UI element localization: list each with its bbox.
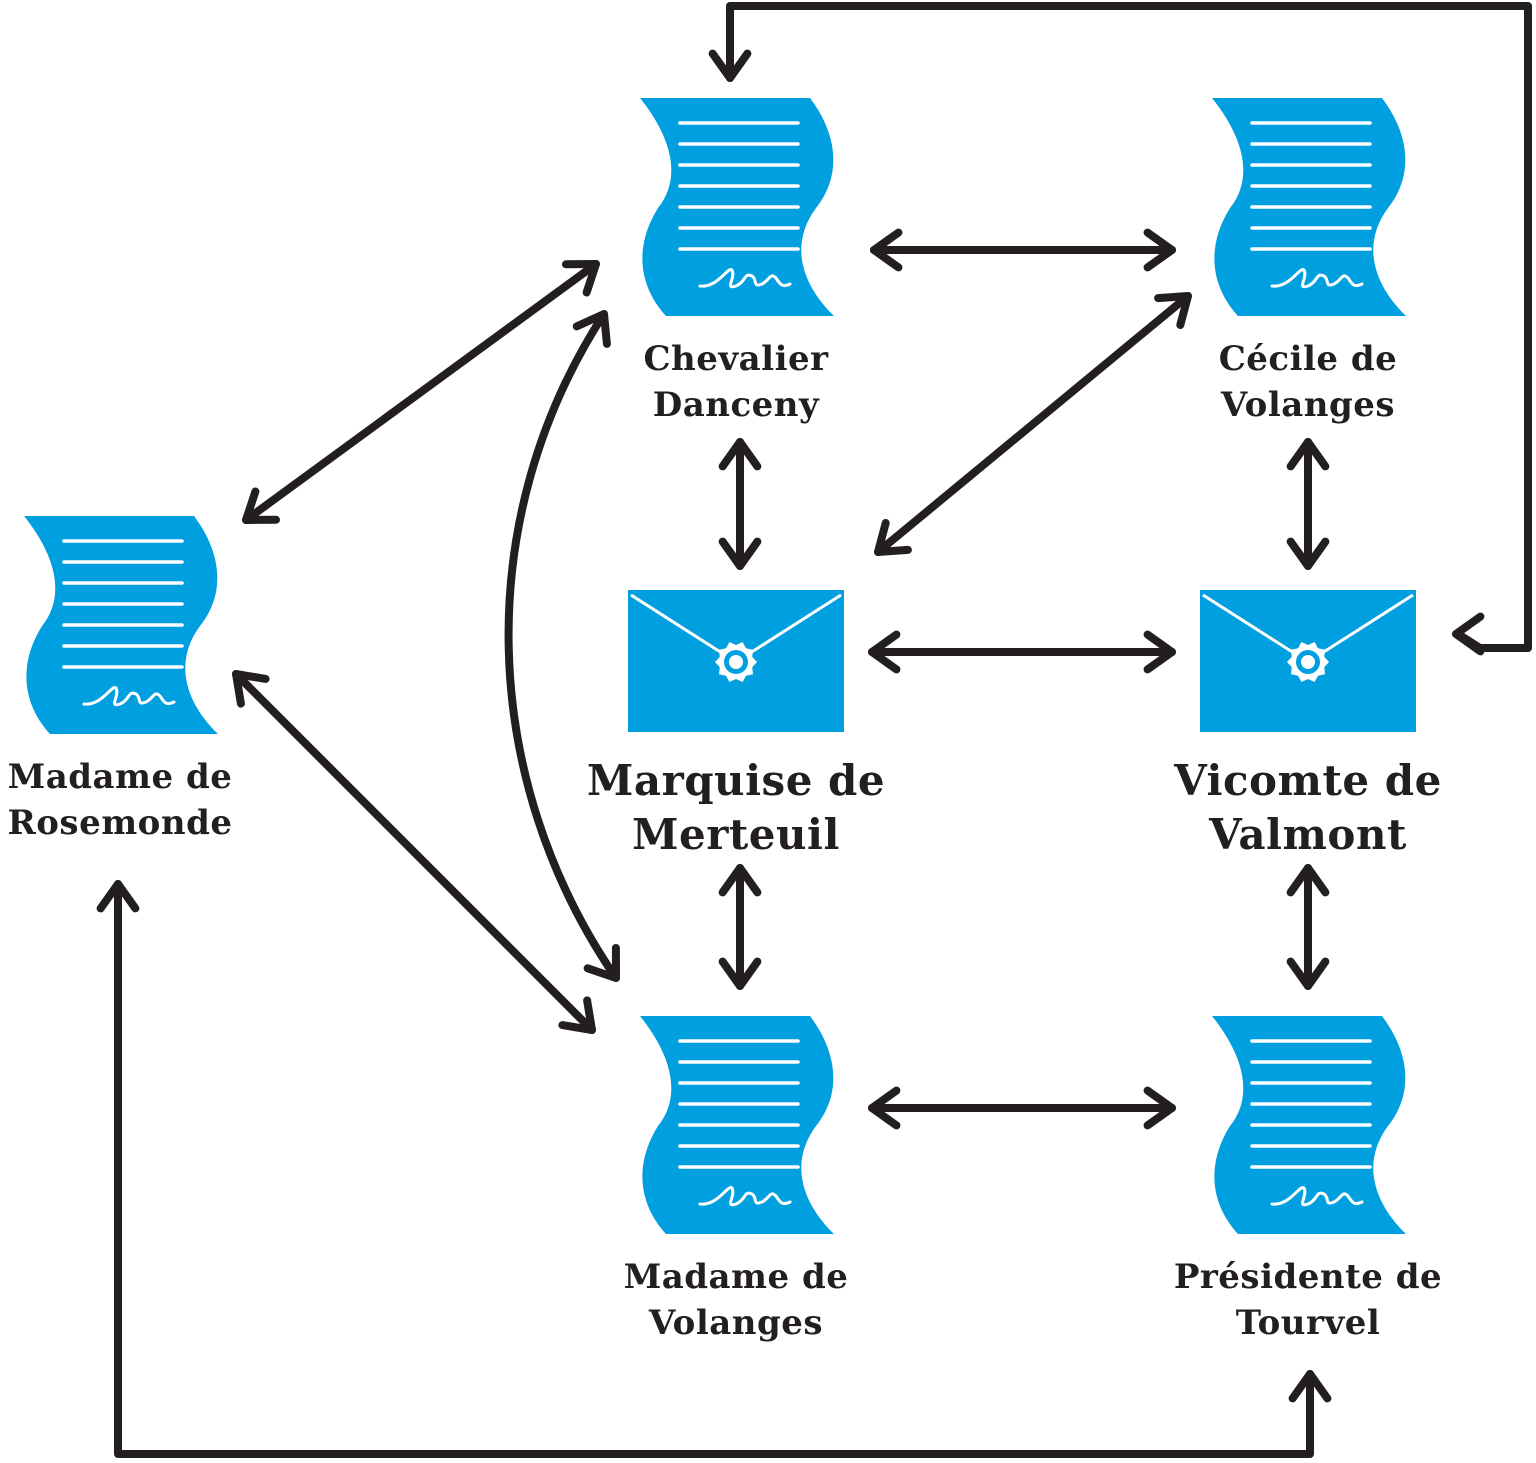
label-madame-de-volanges: Madame de Volanges — [586, 1254, 886, 1346]
arrow-cecile-merteuil — [874, 292, 1192, 556]
label-line: Marquise de — [586, 756, 886, 805]
arrow-merteuil-volanges — [718, 864, 762, 990]
label-line: Tourvel — [1235, 1303, 1381, 1343]
label-presidente-de-tourvel: Présidente de Tourvel — [1138, 1254, 1478, 1346]
label-madame-de-rosemonde: Madame de Rosemonde — [0, 754, 240, 846]
letter-page-icon — [24, 516, 218, 734]
arrow-danceny-merteuil — [718, 438, 762, 570]
label-marquise-de-merteuil: Marquise de Merteuil — [556, 754, 916, 862]
arrow-valmont-tourvel — [1286, 864, 1330, 990]
label-line: Merteuil — [632, 810, 840, 859]
arrow-danceny-volanges — [504, 310, 620, 982]
letter-page-icon — [1212, 98, 1406, 316]
label-line: Vicomte de — [1174, 756, 1442, 805]
arrow-merteuil-valmont — [868, 630, 1176, 674]
sealed-envelope-icon — [628, 590, 844, 732]
label-chevalier-danceny: Chevalier Danceny — [586, 336, 886, 428]
label-line: Cécile de — [1218, 339, 1398, 379]
label-line: Présidente de — [1173, 1257, 1443, 1297]
label-vicomte-de-valmont: Vicomte de Valmont — [1128, 754, 1488, 862]
label-line: Valmont — [1209, 810, 1407, 859]
arrow-cecile-valmont — [1286, 438, 1330, 570]
label-line: Chevalier — [643, 339, 829, 379]
letter-page-icon — [640, 98, 834, 316]
label-line: Madame de — [7, 757, 233, 797]
arrow-rosemonde-tourvel — [96, 880, 1332, 1458]
label-line: Madame de — [623, 1257, 849, 1297]
arrow-danceny-cecile — [870, 228, 1176, 272]
label-line: Danceny — [652, 385, 820, 425]
label-cecile-de-volanges: Cécile de Volanges — [1158, 336, 1458, 428]
sealed-envelope-icon — [1200, 590, 1416, 732]
label-line: Rosemonde — [7, 803, 233, 843]
letter-page-icon — [1212, 1016, 1406, 1234]
letter-page-icon — [640, 1016, 834, 1234]
arrow-rosemonde-volanges — [232, 670, 596, 1034]
label-line: Volanges — [648, 1303, 824, 1343]
label-line: Volanges — [1220, 385, 1396, 425]
arrow-volanges-tourvel — [868, 1086, 1176, 1130]
arrow-valmont-danceny — [708, 2, 1532, 656]
arrow-danceny-rosemonde — [242, 260, 600, 524]
